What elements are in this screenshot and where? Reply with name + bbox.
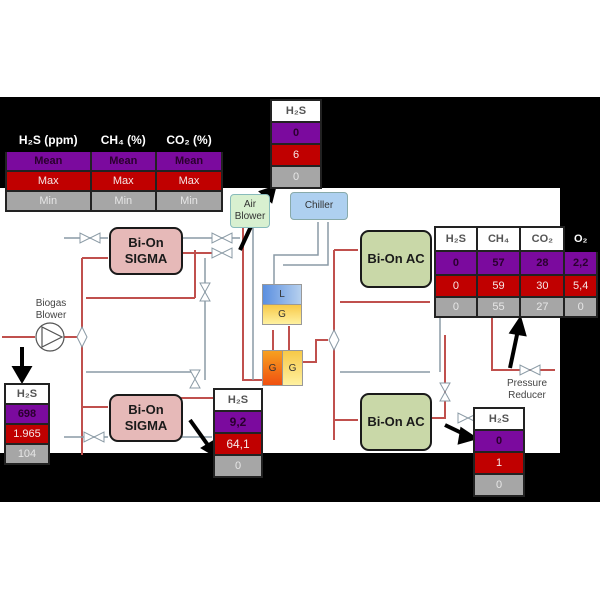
readout-mean: 0 — [473, 429, 525, 453]
readout-header: H₂S — [213, 388, 263, 412]
legend-min: Min — [5, 190, 92, 212]
product-min: 55 — [475, 296, 522, 318]
valve-icon — [83, 431, 105, 443]
readout-after-ac: H₂S 0 1 0 — [473, 407, 525, 497]
bion-ac-top: Bi-On AC — [360, 230, 432, 288]
readout-product: H₂S CH₄ CO₂ O₂ 0 57 28 2,2 0 59 30 5,4 0… — [434, 226, 598, 318]
product-min: 0 — [434, 296, 478, 318]
mixer-icon — [328, 328, 340, 352]
product-header-o2: O₂ — [563, 226, 598, 252]
product-header-ch4: CH₄ — [475, 226, 522, 252]
legend-mean: Mean — [89, 150, 158, 172]
legend-max: Max — [5, 170, 92, 192]
vessel-upper-gas: G — [262, 304, 302, 325]
bion-ac-bottom: Bi-On AC — [360, 393, 432, 451]
product-mean: 0 — [434, 250, 478, 276]
readout-header: H₂S — [4, 383, 50, 405]
pipe-central — [242, 225, 262, 381]
product-mean: 28 — [519, 250, 566, 276]
vessel-upper-liquid: L — [262, 284, 302, 305]
readout-min: 0 — [473, 473, 525, 497]
legend-max: Max — [155, 170, 223, 192]
readout-max: 1 — [473, 451, 525, 475]
product-max: 30 — [519, 274, 566, 298]
readout-max: 6 — [270, 143, 322, 167]
arrow-sigma — [188, 418, 212, 450]
legend-mean: Mean — [5, 150, 92, 172]
pipe-vessel-out — [300, 339, 328, 363]
readout-min: 0 — [213, 454, 263, 478]
pipe-chiller-a — [273, 222, 319, 285]
legend-min: Min — [89, 190, 158, 212]
product-max: 0 — [434, 274, 478, 298]
readout-min: 0 — [270, 165, 322, 189]
legend-header-co2: CO₂ (%) — [155, 128, 223, 152]
valve-icon — [189, 369, 201, 389]
legend-header-h2s: H₂S (ppm) — [5, 128, 92, 152]
readout-max: 1.965 — [4, 423, 50, 445]
product-min: 27 — [519, 296, 566, 318]
valve-icon — [439, 382, 451, 402]
legend-max: Max — [89, 170, 158, 192]
vessel-lower-gas: G — [282, 350, 303, 386]
readout-mean: 9,2 — [213, 410, 263, 434]
chiller: Chiller — [290, 192, 348, 220]
mixer-icon — [76, 325, 88, 349]
readout-mean: 698 — [4, 403, 50, 425]
valve-icon — [519, 364, 541, 376]
readout-inlet: H₂S 698 1.965 104 — [4, 383, 50, 465]
valve-icon — [211, 232, 233, 244]
pipe-chiller-b — [283, 222, 329, 266]
product-header-co2: CO₂ — [519, 226, 566, 252]
readout-header: H₂S — [473, 407, 525, 431]
valve-icon — [79, 232, 101, 244]
legend-mean: Mean — [155, 150, 223, 172]
legend-min: Min — [155, 190, 223, 212]
readout-mean: 0 — [270, 121, 322, 145]
arrow-product — [508, 329, 520, 369]
readout-min: 104 — [4, 443, 50, 465]
product-max: 5,4 — [563, 274, 598, 298]
readout-max: 64,1 — [213, 432, 263, 456]
vessel-lower-gas-hot: G — [262, 350, 283, 386]
pipe-ac-bottom-out — [428, 335, 446, 419]
product-mean: 57 — [475, 250, 522, 276]
readout-after-sigma: H₂S 9,2 64,1 0 — [213, 388, 263, 478]
biogas-blower-icon — [35, 322, 65, 352]
valve-icon — [199, 282, 211, 302]
product-max: 59 — [475, 274, 522, 298]
legend-header-ch4: CH₄ (%) — [89, 128, 158, 152]
product-min: 0 — [563, 296, 598, 318]
legend-table: H₂S (ppm) CH₄ (%) CO₂ (%) Mean Mean Mean… — [5, 128, 223, 212]
valve-icon — [211, 247, 233, 259]
product-header-h2s: H₂S — [434, 226, 478, 252]
readout-air-blower: H₂S 0 6 0 — [270, 99, 322, 189]
product-mean: 2,2 — [563, 250, 598, 276]
readout-header: H₂S — [270, 99, 322, 123]
